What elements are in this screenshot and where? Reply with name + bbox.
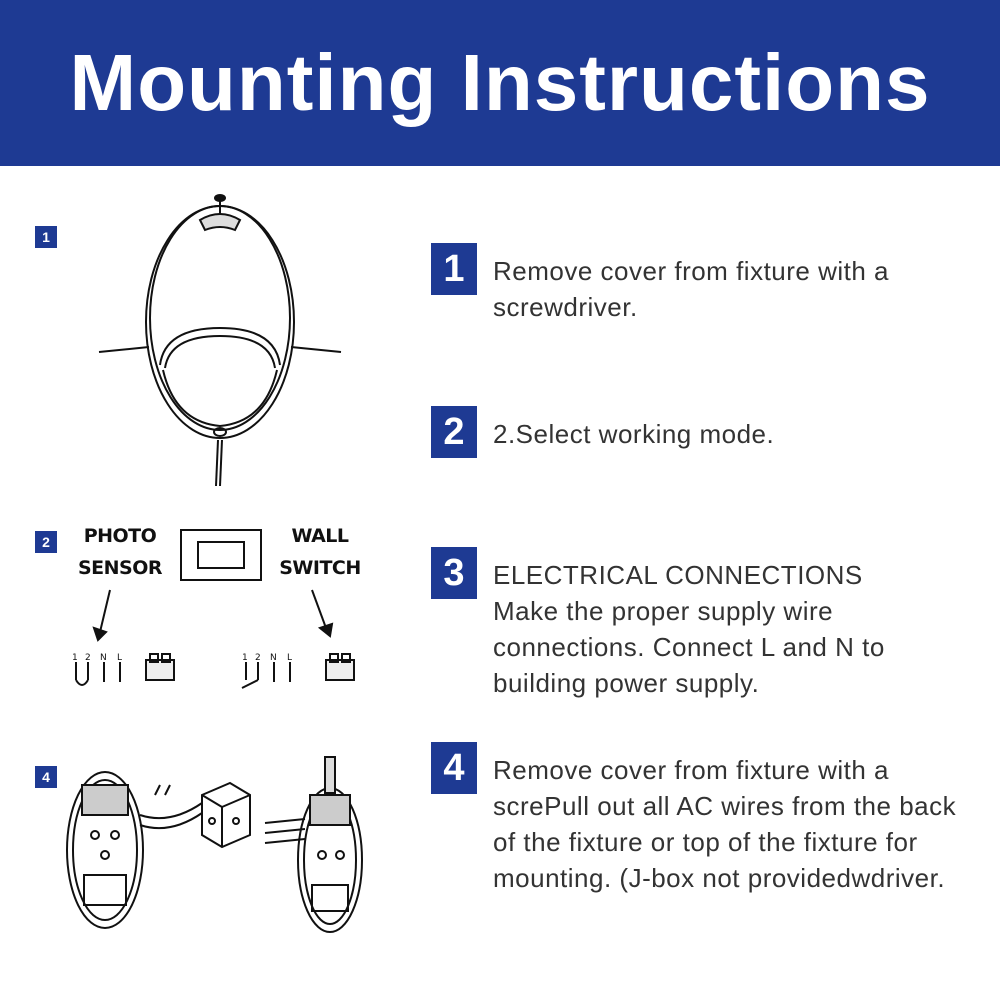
step-2: 2 2.Select working mode. [431,406,971,466]
left-terminal-label-n: N [100,653,107,663]
open-fixture-left [66,771,144,929]
left-terminal-label-1: 1 [72,653,78,663]
step-1: 1 Remove cover from fixture with a screw… [431,243,971,333]
wall-label-line2: SWITCH [279,557,361,579]
wall-label-line1: WALL [291,525,349,547]
figure-4-badge: 4 [35,766,57,788]
step-4-number: 4 [431,742,477,794]
figure-2-mode-illustration: 1 2 N L 1 2 N L [72,529,355,689]
photo-label-line1: PHOTO [83,525,157,547]
photo-label-line2: SENSOR [77,557,163,579]
photo-sensor-label: PHOTO SENSOR [70,520,170,584]
wall-switch-label: WALL SWITCH [275,520,365,584]
figure-1-fixture-illustration [98,194,342,487]
step-4-text: Remove cover from fixture with a screPul… [493,755,957,893]
step-1-text: Remove cover from fixture with a screwdr… [493,256,890,322]
step-3-number: 3 [431,547,477,599]
mode-switch-icon [180,529,262,581]
left-terminal-label-l: L [117,653,122,663]
figure-4-wiring-illustration [66,756,363,933]
right-terminal-label-1: 1 [242,653,248,663]
right-terminal-label-2: 2 [255,653,261,663]
right-terminal-label-l: L [287,653,292,663]
right-terminal-label-n: N [270,653,277,663]
left-terminal-label-2: 2 [85,653,91,663]
step-4: 4 Remove cover from fixture with a screP… [431,742,971,942]
figure-2-badge: 2 [35,531,57,553]
step-3: 3 ELECTRICAL CONNECTIONS Make the proper… [431,547,971,707]
figure-1-badge: 1 [35,226,57,248]
header-banner: Mounting Instructions [0,0,1000,166]
step-2-text: 2.Select working mode. [493,419,775,449]
junction-box-icon [201,781,251,849]
page-title: Mounting Instructions [69,38,931,127]
step-3-text: ELECTRICAL CONNECTIONS Make the proper s… [493,560,885,698]
step-2-number: 2 [431,406,477,458]
step-1-number: 1 [431,243,477,295]
